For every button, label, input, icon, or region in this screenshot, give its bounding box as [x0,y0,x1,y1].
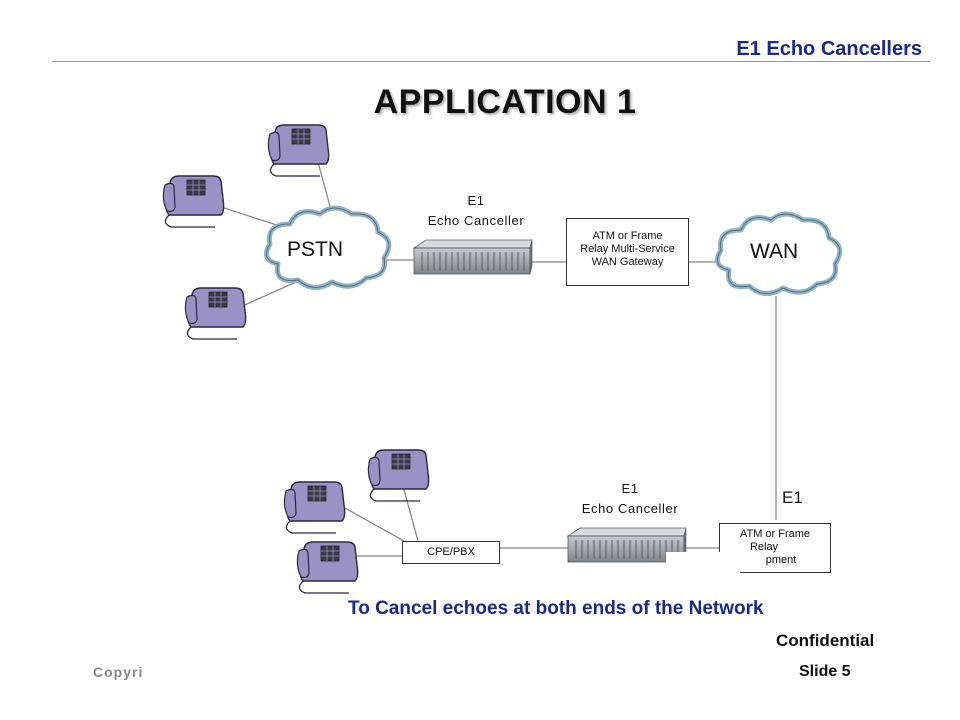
bottom-gateway-line1: ATM or Frame [739,528,811,540]
top-gateway-line1: ATM or Frame [592,230,663,242]
diagram-caption: To Cancel echoes at both ends of the Net… [348,598,764,619]
echo-canceller-rack-icon [413,239,533,275]
bottom-gateway-box: ATM or Frame Relay pment [719,523,831,573]
bottom-gateway-line2: Relay [749,541,779,553]
telephone-icon [162,175,225,228]
confidential-label: Confidential [776,631,875,650]
telephone-icon [367,449,430,502]
telephone-icon [184,287,247,340]
occlusion-patch [666,552,740,580]
header-title: E1 Echo Cancellers [736,38,922,60]
top-gateway-line2: Relay Multi-Service [580,243,675,255]
wan-label: WAN [750,240,799,263]
copyright-text: Copyri [93,664,144,680]
slide-number: Slide 5 [799,663,851,680]
cpe-pbx-box: CPE/PBX [402,541,500,564]
top-canceller-label-line2: Echo Canceller [427,213,525,228]
top-canceller-label-line1: E1 [467,193,485,208]
top-connections [217,161,777,520]
pstn-label: PSTN [287,238,344,261]
telephone-icon [283,481,346,534]
telephone-icon [296,541,359,594]
bottom-canceller-label-line1: E1 [621,481,639,496]
header-divider [52,61,930,62]
bottom-gateway-line3: pment [765,554,797,566]
slide-title: APPLICATION 1 [373,83,637,121]
top-gateway-line3: WAN Gateway [591,256,664,268]
bottom-canceller-label-line2: Echo Canceller [581,501,679,516]
e1-link-label: E1 [782,488,803,507]
top-gateway-box: ATM or Frame Relay Multi-Service WAN Gat… [566,218,689,286]
